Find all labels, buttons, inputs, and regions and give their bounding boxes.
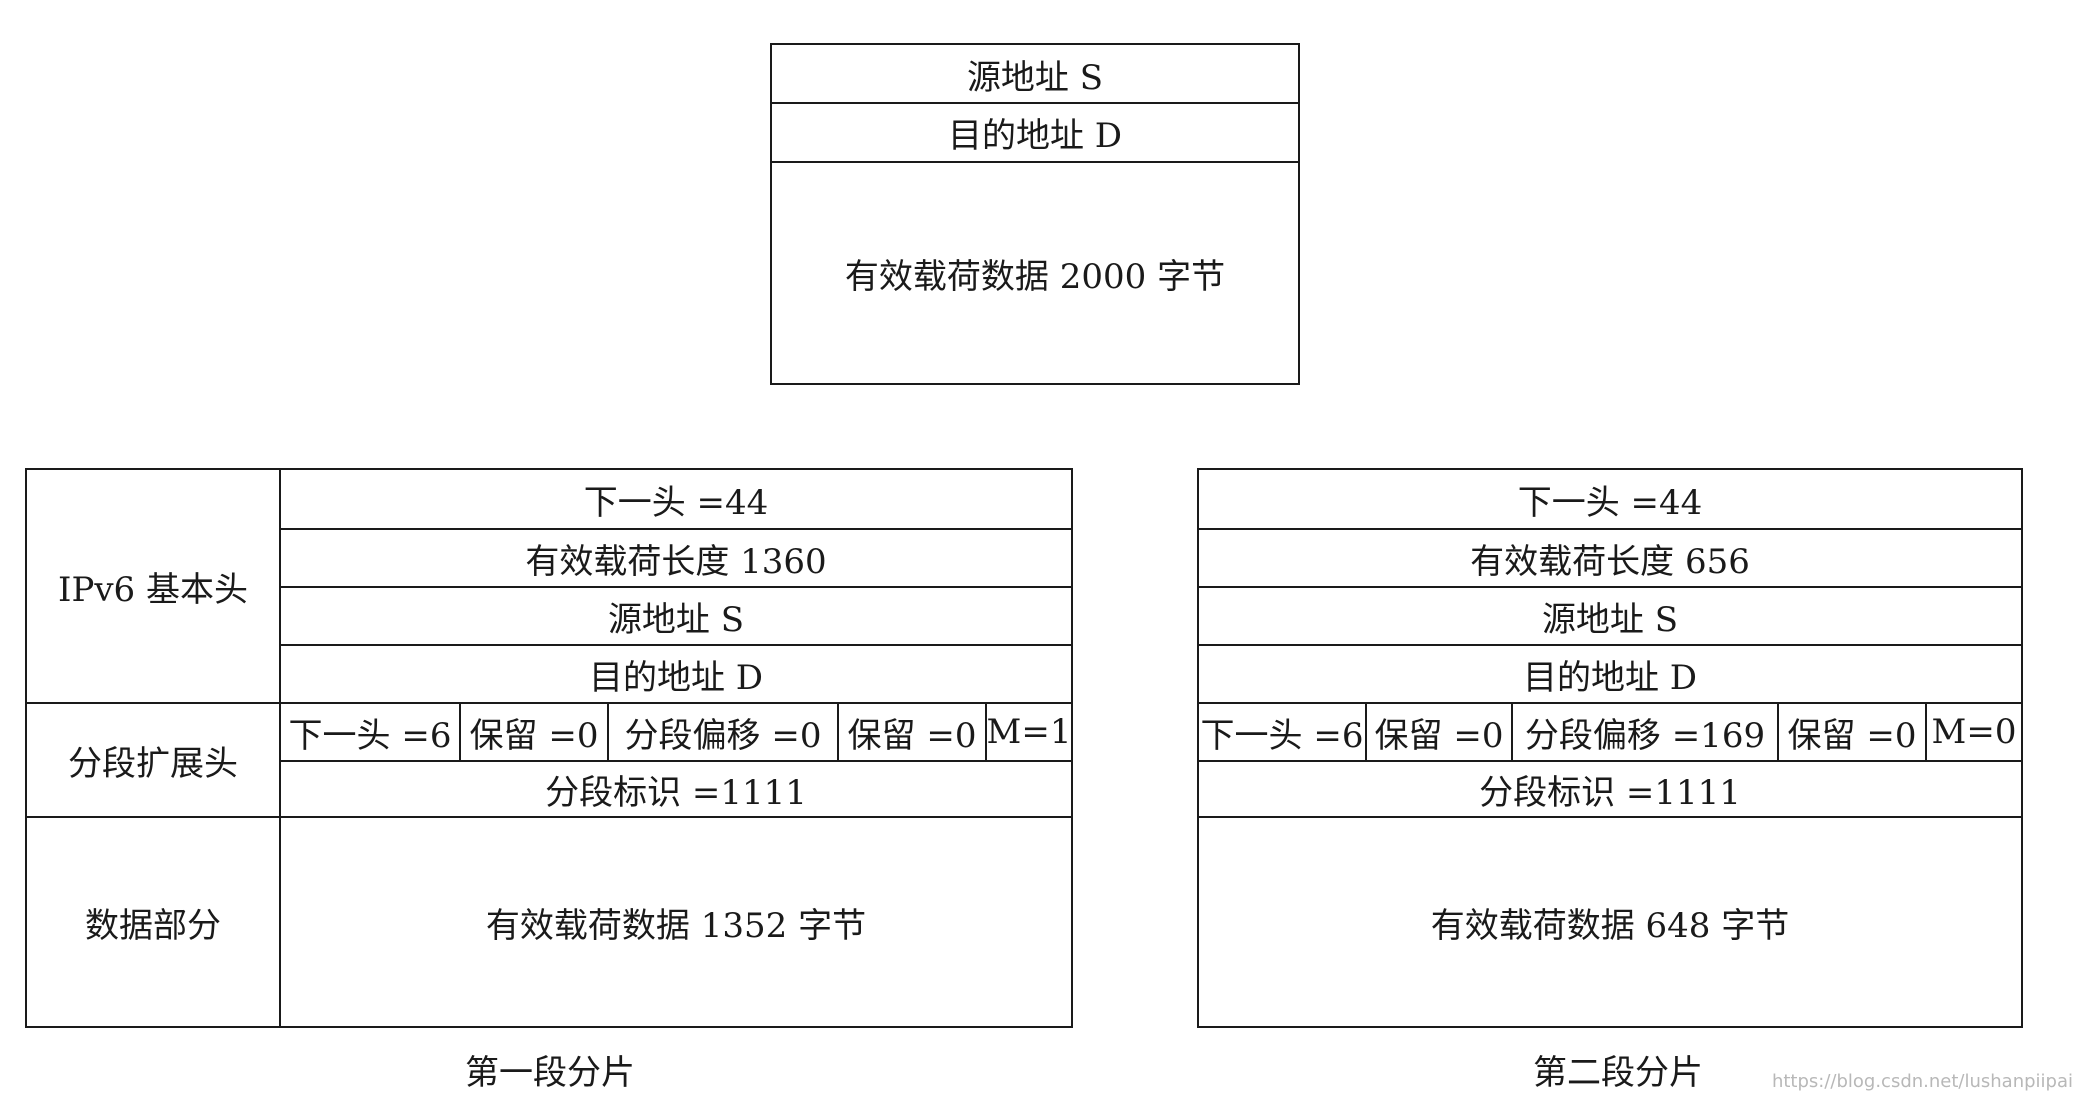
- f2-source-address: 源地址 S: [1541, 599, 1679, 640]
- label-ipv6-base-header: IPv6 基本头: [58, 569, 248, 610]
- fragment-1: IPv6 基本头 分段扩展头 数据部分 下一头 =44 有效载荷长度 1360 …: [25, 468, 1073, 1028]
- original-source-address: 源地址 S: [966, 57, 1104, 98]
- fragment-2-caption: 第二段分片: [1533, 1053, 1703, 1093]
- f1-source-address: 源地址 S: [607, 599, 745, 640]
- f1-next-header: 下一头 =44: [583, 482, 769, 523]
- label-fragment-ext-header: 分段扩展头: [68, 743, 238, 784]
- f2-fragment-offset: 分段偏移 =169: [1524, 715, 1766, 756]
- f1-reserved-1: 保留 =0: [469, 715, 599, 756]
- f2-payload-length: 有效载荷长度 656: [1470, 541, 1750, 582]
- original-packet: 源地址 S 目的地址 D 有效载荷数据 2000 字节: [770, 43, 1300, 385]
- original-payload: 有效载荷数据 2000 字节: [844, 256, 1226, 297]
- f2-fragment-id: 分段标识 =1111: [1479, 772, 1741, 813]
- f2-more-fragments-flag: M=0: [1931, 712, 2017, 752]
- original-destination-address: 目的地址 D: [947, 116, 1123, 156]
- f2-frag-next-header: 下一头 =6: [1200, 715, 1364, 756]
- fragment-2: 下一头 =44 有效载荷长度 656 源地址 S 目的地址 D 下一头 =6 保…: [1197, 468, 2023, 1028]
- label-data-section: 数据部分: [85, 905, 221, 946]
- fragment-1-caption: 第一段分片: [465, 1053, 635, 1093]
- watermark: https://blog.csdn.net/lushanpiipai: [1771, 1071, 2073, 1092]
- f1-destination-address: 目的地址 D: [588, 657, 764, 698]
- f1-fragment-id: 分段标识 =1111: [545, 772, 807, 813]
- f2-reserved-1: 保留 =0: [1374, 715, 1504, 756]
- f1-fragment-offset: 分段偏移 =0: [624, 715, 822, 756]
- f2-next-header: 下一头 =44: [1517, 482, 1703, 523]
- f1-payload-length: 有效载荷长度 1360: [525, 541, 827, 582]
- f1-frag-next-header: 下一头 =6: [288, 715, 452, 756]
- f1-more-fragments-flag: M=1: [986, 712, 1072, 752]
- f1-payload-data: 有效载荷数据 1352 字节: [485, 905, 867, 946]
- f2-destination-address: 目的地址 D: [1522, 657, 1698, 698]
- f2-payload-data: 有效载荷数据 648 字节: [1430, 905, 1790, 946]
- f1-reserved-2: 保留 =0: [847, 715, 977, 756]
- f2-reserved-2: 保留 =0: [1787, 715, 1917, 756]
